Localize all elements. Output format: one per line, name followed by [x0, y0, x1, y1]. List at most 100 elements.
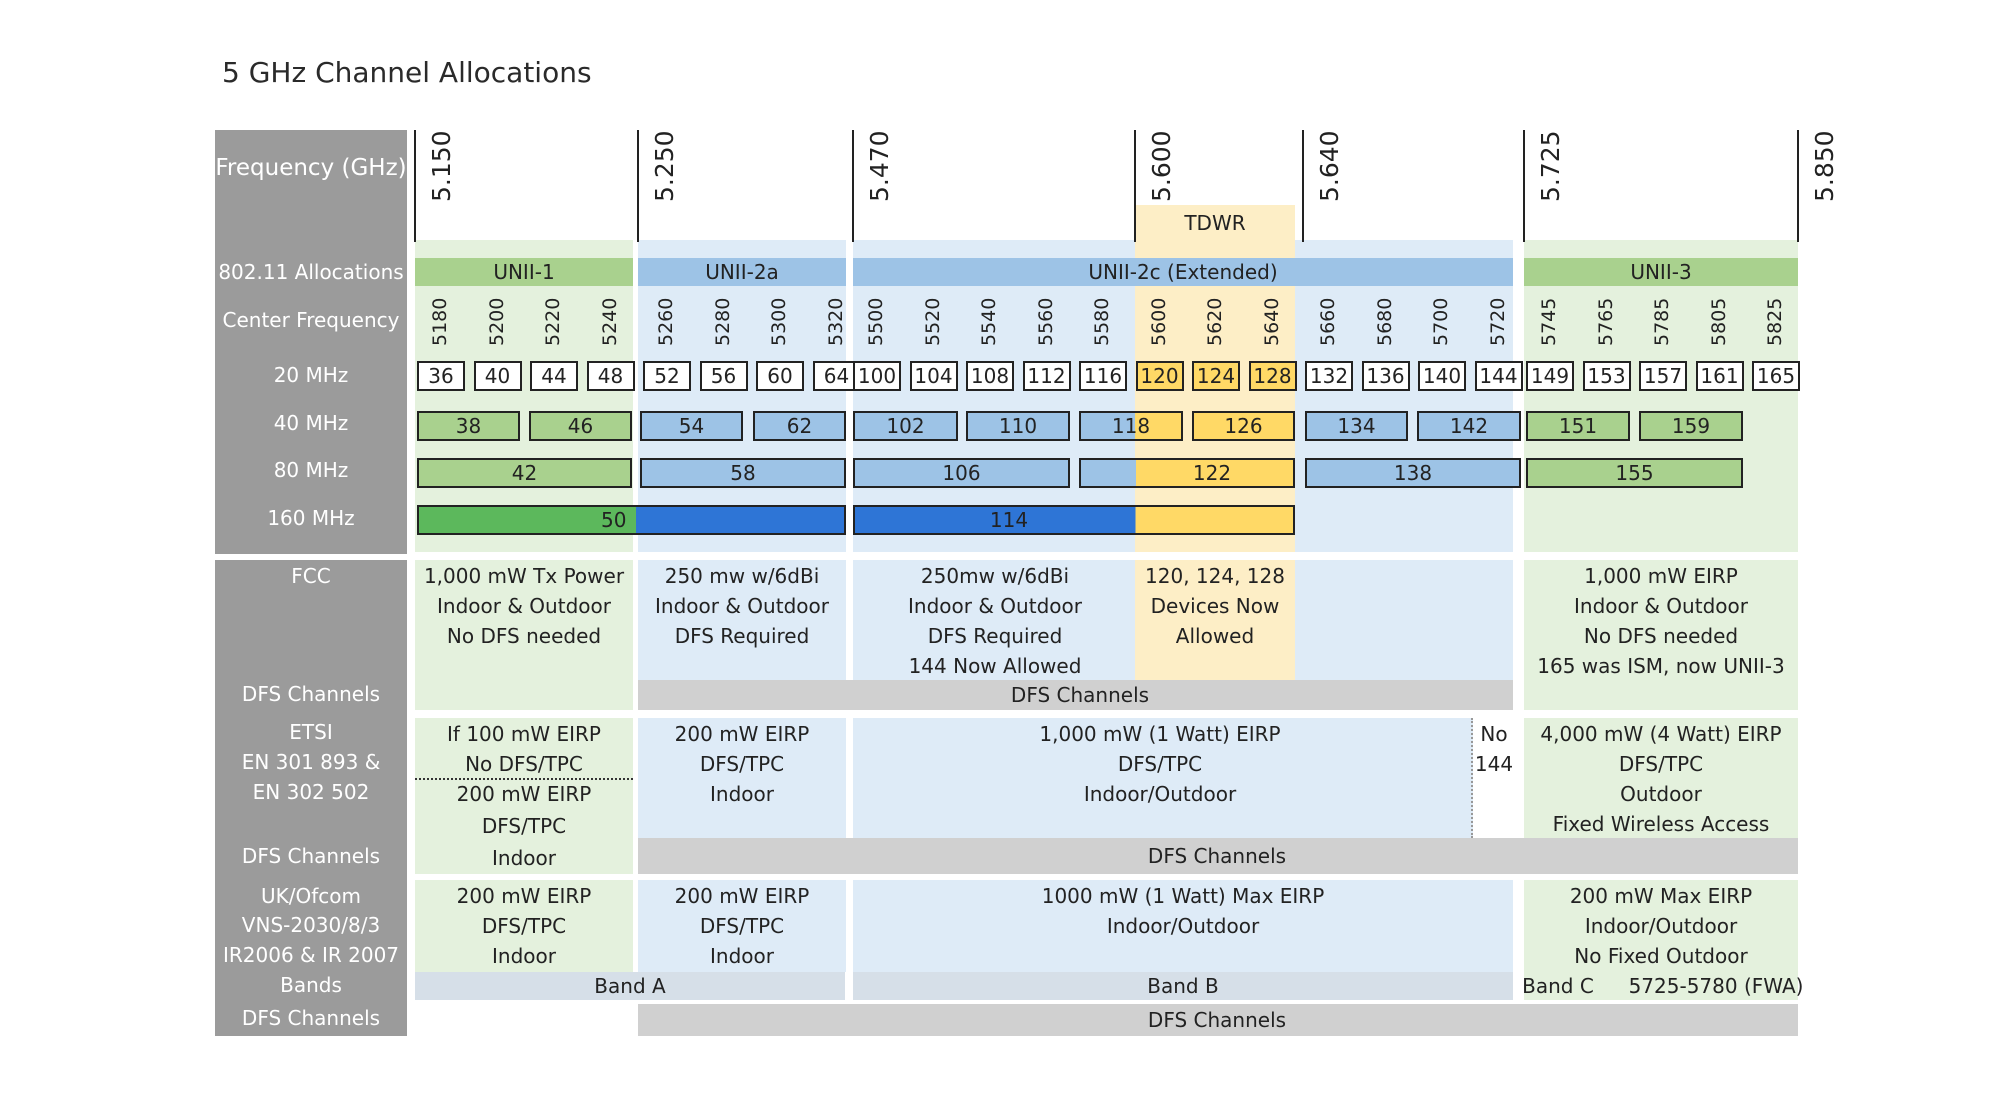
unii3-region	[1524, 240, 1798, 552]
center-frequency-label: 5745	[1538, 297, 1560, 346]
channel-20mhz: 104	[909, 361, 958, 391]
etsi-row-label: EN 301 893 &	[241, 750, 381, 774]
allocation-label: UNII-2c (Extended)	[1088, 260, 1278, 284]
fcc-dfs-label: DFS Channels	[1010, 683, 1150, 707]
channel-20mhz: 136	[1361, 361, 1410, 391]
center-frequency-label: 5560	[1034, 297, 1057, 346]
fcc-unii2a-text-line: Indoor & Outdoor	[655, 594, 829, 618]
fcc-unii1-text-line: Indoor & Outdoor	[437, 594, 611, 618]
etsi-unii1-text-line: DFS/TPC	[481, 814, 567, 838]
channel-80mhz: 122	[1079, 458, 1295, 488]
center-frequency-label: 5500	[865, 297, 887, 346]
etsi-unii2a-text-line: DFS/TPC	[699, 752, 785, 776]
etsi-dfs-band	[638, 838, 1798, 874]
etsi-unii2c-text-line: Indoor/Outdoor	[1083, 782, 1237, 806]
channel-40mhz: 38	[417, 411, 520, 441]
fcc-unii3-text-line: 165 was ISM, now UNII-3	[1537, 654, 1785, 678]
channel-20mhz: 56	[699, 361, 748, 391]
uk-dfs-label: DFS Channels	[1147, 1008, 1287, 1032]
center-frequency-label: 5660	[1317, 297, 1339, 346]
center-frequency-label: 5825	[1764, 297, 1786, 346]
center-frequency-label: 5280	[711, 297, 734, 346]
center-frequency-label: 5700	[1430, 297, 1452, 346]
etsi-unii2a-region	[638, 718, 846, 838]
uk-unii1-text-line: DFS/TPC	[481, 914, 567, 938]
etsi-unii2c-text-line: DFS/TPC	[1117, 752, 1203, 776]
uk-unii2a-text-line: 200 mW EIRP	[674, 884, 810, 908]
channel-40mhz: 126	[1192, 411, 1295, 441]
unii2a-region	[638, 240, 846, 552]
uk-unii2a-region	[638, 880, 846, 972]
160mhz-row-label: 160 MHz	[267, 506, 355, 530]
channel-20mhz: 64	[812, 361, 861, 391]
fcc-unii2c-text-line: DFS Required	[927, 624, 1063, 648]
uk-dfs-row-label: DFS Channels	[241, 1006, 381, 1030]
etsi-unii1-text-line: If 100 mW EIRP	[447, 722, 601, 746]
uk-row-label: IR2006 & IR 2007	[222, 943, 400, 967]
80mhz-row-label: 80 MHz	[273, 458, 349, 482]
allocation-label: UNII-1	[493, 260, 555, 284]
uk-unii1-region	[415, 880, 633, 972]
fcc-unii2a-text-line: DFS Required	[674, 624, 810, 648]
channel-40mhz: 159	[1639, 411, 1743, 441]
center-frequency-label: 5600	[1147, 297, 1170, 346]
fcc-dfs-band	[638, 680, 1513, 710]
channel-20mhz: 128	[1248, 361, 1297, 391]
channel-20mhz: 116	[1079, 361, 1127, 391]
channel-20mhz: 44	[530, 361, 578, 391]
frequency-marker-label: 5.600	[1147, 130, 1176, 202]
center-frequency-label: 5640	[1260, 297, 1283, 346]
channel-80mhz: 106	[853, 458, 1070, 488]
uk-unii2c-region	[853, 880, 1513, 972]
channel-20mhz: 140	[1418, 361, 1466, 391]
channel-80mhz: 155	[1526, 458, 1743, 488]
channel-20mhz: 144	[1474, 361, 1523, 391]
unii2c-bar	[853, 258, 1513, 286]
etsi-unii1-text-line: Indoor	[492, 846, 556, 870]
channel-20mhz: 161	[1695, 361, 1744, 391]
channel-20mhz: 132	[1305, 361, 1353, 391]
frequency-marker-label: 5.470	[865, 130, 894, 202]
etsi-unii1-region	[415, 718, 633, 874]
uk-unii3-text-line: No Fixed Outdoor	[1574, 944, 1748, 968]
uk-unii2a-text-line: DFS/TPC	[699, 914, 785, 938]
fcc-tdwr-text-line: 120, 124, 128	[1145, 564, 1285, 588]
frequency-marker-line	[637, 130, 639, 242]
20mhz-row-label: 20 MHz	[273, 363, 349, 387]
fcc-unii2a-text-line: 250 mw w/6dBi	[664, 564, 820, 588]
etsi-unii1-divider	[415, 778, 633, 780]
channel-20mhz: 149	[1526, 361, 1574, 391]
uk-unii3-region	[1524, 880, 1798, 972]
channel-20mhz: 48	[586, 361, 635, 391]
center-frequency-label: 5300	[768, 297, 790, 346]
channel-40mhz: 46	[529, 411, 632, 441]
etsi-no144-text-line: 144	[1474, 752, 1514, 776]
frequency-marker-label: 5.725	[1536, 130, 1565, 202]
uk-bands-row-label: Bands	[280, 973, 342, 997]
channel-20mhz: 165	[1752, 361, 1800, 391]
allocations-row-label: 802.11 Allocations	[218, 260, 404, 284]
uk-band-b-label: Band B	[1147, 974, 1219, 998]
center-frequency-label: 5680	[1373, 297, 1396, 346]
fcc-unii2c-region	[853, 560, 1135, 680]
center-frequency-label: 5200	[485, 297, 508, 346]
fcc-unii3-text-line: 1,000 mW EIRP	[1584, 564, 1738, 588]
channel-80mhz: 58	[640, 458, 846, 488]
fcc-tdwr-region	[1135, 560, 1295, 680]
fcc-unii3-text-line: No DFS needed	[1583, 624, 1739, 648]
frequency-row-label: Frequency (GHz)	[215, 155, 407, 181]
unii2a-bar	[638, 258, 846, 286]
frequency-marker-label: 5.150	[427, 130, 456, 202]
etsi-unii1-text-line: No DFS/TPC	[465, 752, 583, 776]
channel-80mhz: 138	[1305, 458, 1521, 488]
channel-160mhz: 114	[853, 505, 1295, 535]
frequency-marker-label: 5.250	[650, 130, 679, 202]
center-frequency-label: 5520	[921, 297, 944, 346]
unii3-bar	[1524, 258, 1798, 286]
center-frequency-row-label: Center Frequency	[222, 308, 400, 332]
etsi-unii2a-text-line: 200 mW EIRP	[674, 722, 810, 746]
row-label-block	[215, 718, 407, 886]
channel-20mhz: 100	[853, 361, 901, 391]
fcc-tdwr-text-line: Allowed	[1175, 624, 1255, 648]
